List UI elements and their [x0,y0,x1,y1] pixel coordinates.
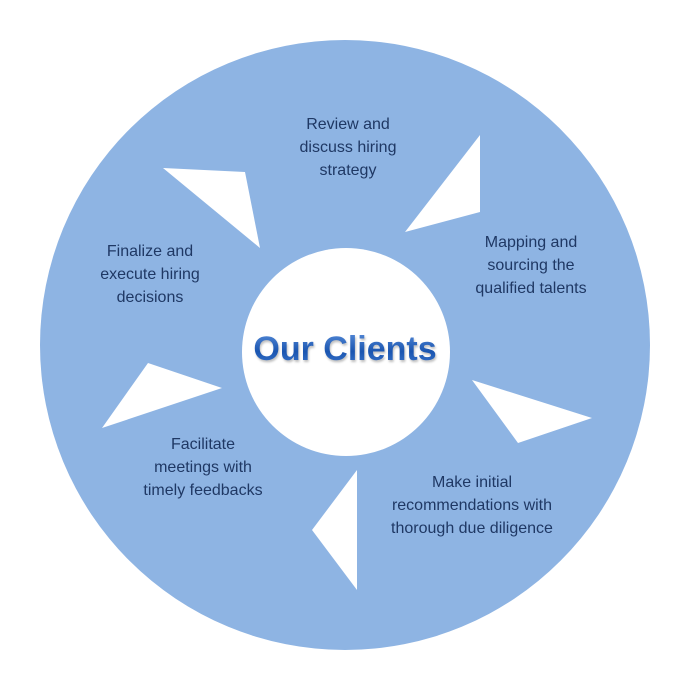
step-review-strategy: Review and discuss hiring strategy [299,116,397,179]
step-finalize-decisions: Finalize and execute hiring decisions [100,243,200,306]
inner-circle [242,248,450,456]
center-title: Our Clients [253,330,437,368]
arrow-top-left [163,168,260,248]
arrow-bottom [312,470,357,590]
arrow-left [102,363,222,428]
step-mapping-sourcing: Mapping and sourcing the qualified talen… [475,234,587,297]
arrow-top-right [405,135,480,232]
step-recommendations: Make initial recommendations with thorou… [391,474,553,537]
step-facilitate-meetings: Facilitate meetings with timely feedback… [143,436,263,499]
arrow-right [472,380,592,443]
